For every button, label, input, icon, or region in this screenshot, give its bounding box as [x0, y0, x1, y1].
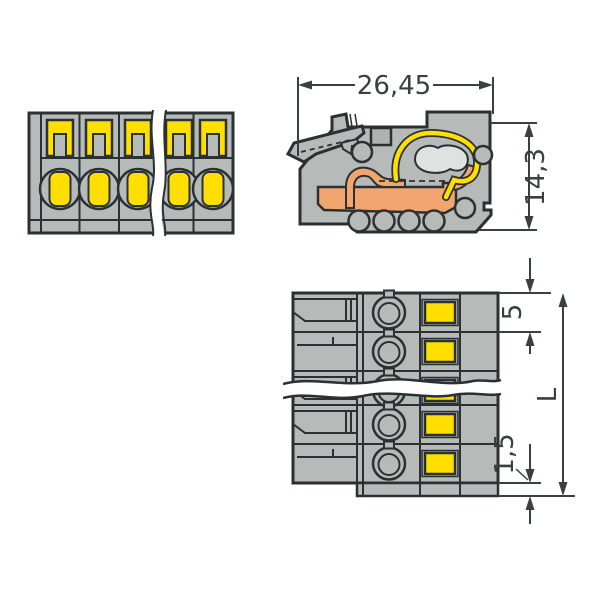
dimension-strip	[498, 444, 575, 524]
arrowhead-up	[525, 332, 535, 346]
dim-label-pitch: 5	[498, 304, 528, 321]
dim-label-width: 26,45	[357, 71, 431, 101]
release-latch	[285, 124, 366, 164]
arrowhead-right	[479, 80, 493, 90]
arrowhead-down	[525, 279, 535, 293]
arrowhead-left	[298, 80, 312, 90]
dim-label-height: 14,3	[521, 148, 551, 206]
cage-clamp-spring	[391, 128, 482, 201]
dimension-pitch	[498, 258, 551, 354]
spring-cavity	[413, 144, 469, 174]
arrowhead-up	[558, 293, 568, 307]
front-view-drawing	[27, 109, 235, 237]
dimension-length	[558, 293, 568, 496]
test-port-hole	[350, 140, 374, 164]
marker-slot	[369, 126, 393, 147]
dimension-width	[297, 77, 494, 156]
wire-entry-ports	[38, 167, 235, 211]
arrowhead-down	[525, 469, 535, 483]
arrowhead-up	[524, 123, 534, 137]
top-view-drawing: 5 1,5 L	[283, 258, 575, 524]
dim-label-strip: 1,5	[490, 433, 520, 474]
arrowhead-down	[524, 216, 534, 230]
pole-actuation-buttons	[45, 118, 228, 158]
arrowhead-down	[558, 482, 568, 496]
break-line-top	[283, 378, 502, 400]
side-section-drawing: 26,45 14,3	[285, 71, 551, 234]
arrowhead-up	[525, 496, 535, 510]
dimension-height	[479, 122, 537, 231]
clamp-contact-leg	[345, 166, 406, 209]
break-line-front	[149, 109, 167, 237]
housing-holes	[347, 140, 494, 233]
mounting-strip	[355, 481, 500, 498]
dim-label-length: L	[533, 387, 563, 402]
